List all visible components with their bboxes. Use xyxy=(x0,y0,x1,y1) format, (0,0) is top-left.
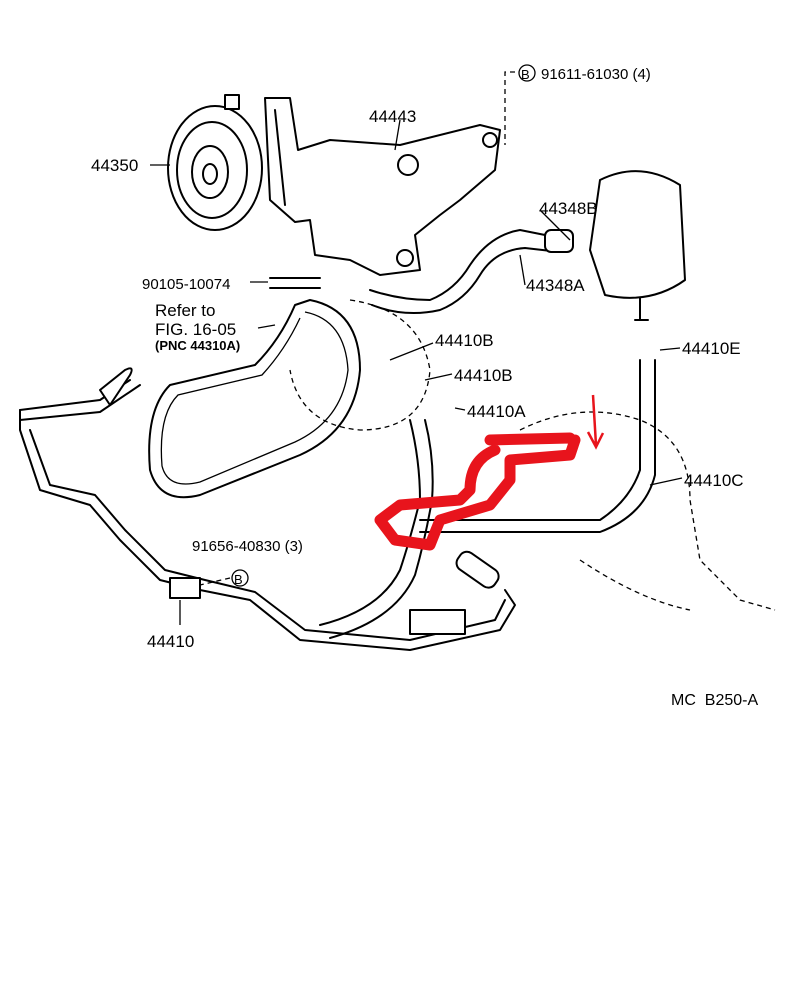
reservoir-drawing xyxy=(589,170,686,321)
pulley-drawing xyxy=(167,94,263,231)
highlighted-pipe xyxy=(374,394,605,551)
label-44443: 44443 xyxy=(369,107,416,126)
callout-b-top-label: B xyxy=(521,67,530,82)
label-44348b: 44348B xyxy=(539,199,598,218)
label-refer-to: Refer to xyxy=(155,301,215,320)
belt-drawing xyxy=(148,299,431,499)
bracket-drawing xyxy=(264,97,501,276)
label-91656-40830: 91656-40830 (3) xyxy=(192,538,303,555)
label-fig-16-05: FIG. 16-05 xyxy=(155,320,236,339)
label-44410e: 44410E xyxy=(682,339,741,358)
label-44410b-upper: 44410B xyxy=(435,331,494,350)
label-44350: 44350 xyxy=(91,156,138,175)
callout-b-top xyxy=(518,64,536,82)
figure-code: MC B250-A xyxy=(671,692,758,709)
label-44348a: 44348A xyxy=(526,276,585,295)
label-pnc: (PNC 44310A) xyxy=(155,338,240,353)
label-44410c: 44410C xyxy=(684,471,744,490)
leader-lines xyxy=(150,71,683,625)
label-44410: 44410 xyxy=(147,632,194,651)
label-44410b-lower: 44410B xyxy=(454,366,513,385)
callout-b-bottom-label: B xyxy=(234,572,243,587)
label-90105-10074: 90105-10074 xyxy=(142,276,230,293)
callout-b-bottom xyxy=(231,569,249,587)
label-91611-61030: 91611-61030 (4) xyxy=(541,66,651,83)
label-44410a: 44410A xyxy=(467,402,526,421)
